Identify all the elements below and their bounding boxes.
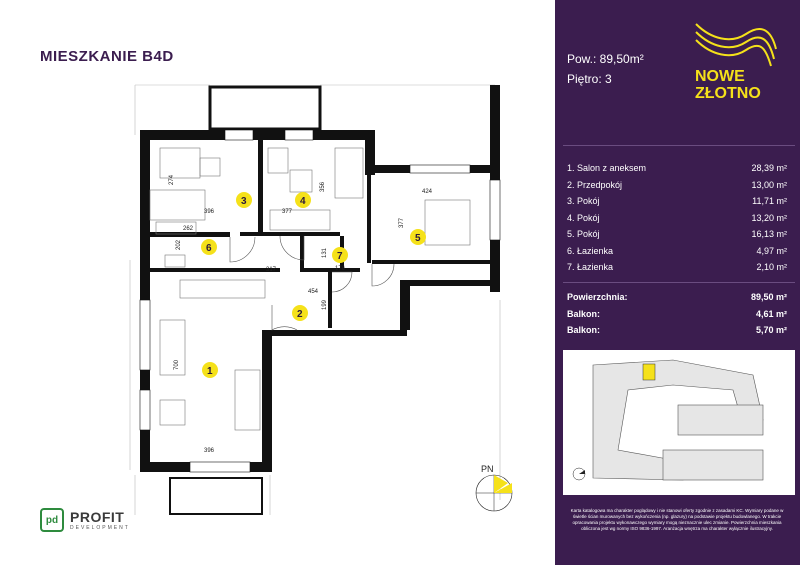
room-badge-5: 5 (410, 229, 426, 245)
dim-label: 396 (204, 209, 215, 215)
room-badge-4: 4 (295, 192, 311, 208)
total-value: 4,61 m² (755, 308, 787, 319)
apartment-area: Pow.: 89,50m² (567, 52, 644, 66)
room-badge-6: 6 (201, 239, 217, 255)
compass-label: PN (481, 464, 494, 474)
totals-list: Powierzchnia: 89,50 m² Balkon: 4,61 m² Bal… (567, 289, 787, 339)
developer-name: PROFIT (70, 509, 125, 525)
room-badge-7: 7 (332, 247, 348, 263)
list-item: 3. Pokój 11,71 m² (567, 193, 787, 210)
list-item: 2. Przedpokój 13,00 m² (567, 177, 787, 194)
room-badge-2: 2 (292, 305, 308, 321)
dim-label: 317 (266, 267, 277, 273)
developer-mark: pd (40, 508, 64, 532)
list-item: 7. Łazienka 2,10 m² (567, 259, 787, 276)
brand-line-1: NOWE (695, 68, 745, 85)
brand-waves-icon (695, 23, 777, 67)
room-name: 3. Pokój (567, 196, 600, 206)
svg-text:5: 5 (415, 233, 421, 244)
dim-label: 396 (204, 448, 215, 454)
developer-sub: DEVELOPMENT (70, 525, 130, 531)
room-badge-1: 1 (202, 362, 218, 378)
total-label: Balkon: (567, 325, 601, 335)
svg-text:2: 2 (297, 309, 303, 320)
brand-line-2: ZŁOTNO (695, 85, 761, 102)
dim-label: 176 (335, 266, 346, 272)
total-value: 5,70 m² (755, 325, 787, 335)
walls (140, 85, 500, 472)
list-item: Powierzchnia: 89,50 m² (567, 289, 787, 306)
doors (229, 235, 395, 331)
dim-label: 424 (422, 189, 433, 195)
svg-text:4: 4 (300, 196, 306, 207)
dim-label: 377 (399, 217, 405, 228)
room-name: 7. Łazienka (567, 262, 614, 272)
dim-label: 700 (174, 359, 180, 370)
room-area: 11,71 m² (752, 196, 787, 206)
room-list: 1. Salon z aneksem 28,39 m² 2. Przedpokój… (567, 160, 787, 276)
developer-logo: pd PROFIT DEVELOPMENT (40, 508, 130, 532)
dim-label: 262 (183, 226, 194, 232)
balcony-bottom (169, 477, 263, 515)
total-label: Powierzchnia: (567, 292, 628, 302)
info-panel: Pow.: 89,50m² Piętro: 3 NOWE ZŁOTNO 1. S… (555, 0, 800, 565)
floor-plan: 274 396 377 356 424 377 262 202 317 131 … (129, 84, 501, 515)
divider (563, 282, 795, 283)
dim-label: 356 (320, 181, 326, 192)
room-name: 4. Pokój (567, 212, 600, 223)
windows (139, 129, 501, 473)
key-plan (563, 350, 795, 495)
list-item: 1. Salon z aneksem 28,39 m² (567, 160, 787, 177)
room-name: 5. Pokój (567, 229, 600, 239)
furniture (149, 147, 471, 431)
list-item: 5. Pokój 16,13 m² (567, 226, 787, 243)
brand-name: NOWE ZŁOTNO (695, 68, 761, 102)
dim-label: 202 (176, 239, 182, 250)
svg-text:3: 3 (241, 196, 247, 207)
apartment-floor: Piętro: 3 (567, 72, 612, 86)
room-area: 28,39 m² (751, 163, 787, 173)
room-area: 4,97 m² (756, 245, 787, 256)
total-value: 89,50 m² (750, 292, 787, 302)
total-label: Balkon: (567, 308, 601, 319)
list-item: 4. Pokój 13,20 m² (567, 210, 787, 227)
building-key-plan (572, 359, 764, 481)
list-item: Balkon: 4,61 m² (567, 306, 787, 323)
dim-label: 199 (322, 299, 328, 310)
dimension-labels: 274 396 377 356 424 377 262 202 317 131 … (169, 174, 433, 454)
dim-label: 377 (282, 209, 293, 215)
divider (563, 145, 795, 146)
list-item: Balkon: 5,70 m² (567, 322, 787, 339)
svg-text:6: 6 (206, 243, 212, 254)
svg-text:1: 1 (207, 366, 213, 377)
dim-label: 274 (169, 174, 175, 185)
list-item: 6. Łazienka 4,97 m² (567, 243, 787, 260)
svg-text:7: 7 (337, 251, 343, 262)
room-area: 13,20 m² (751, 212, 787, 223)
room-badge-3: 3 (236, 192, 252, 208)
compass-icon (475, 474, 513, 512)
balcony-top (208, 85, 322, 131)
room-area: 2,10 m² (756, 262, 787, 272)
room-name: 6. Łazienka (567, 245, 614, 256)
dim-label: 131 (322, 247, 328, 258)
room-name: 1. Salon z aneksem (567, 163, 647, 173)
room-area: 16,13 m² (751, 229, 787, 239)
room-badges: 1 2 3 4 5 6 7 (201, 192, 426, 378)
disclaimer: Karta katalogowa ma charakter poglądowy … (570, 508, 784, 531)
room-name: 2. Przedpokój (567, 179, 623, 190)
page-title: MIESZKANIE B4D (40, 48, 174, 65)
room-area: 13,00 m² (751, 179, 787, 190)
dim-label: 454 (308, 289, 319, 295)
context-lines (129, 84, 501, 515)
